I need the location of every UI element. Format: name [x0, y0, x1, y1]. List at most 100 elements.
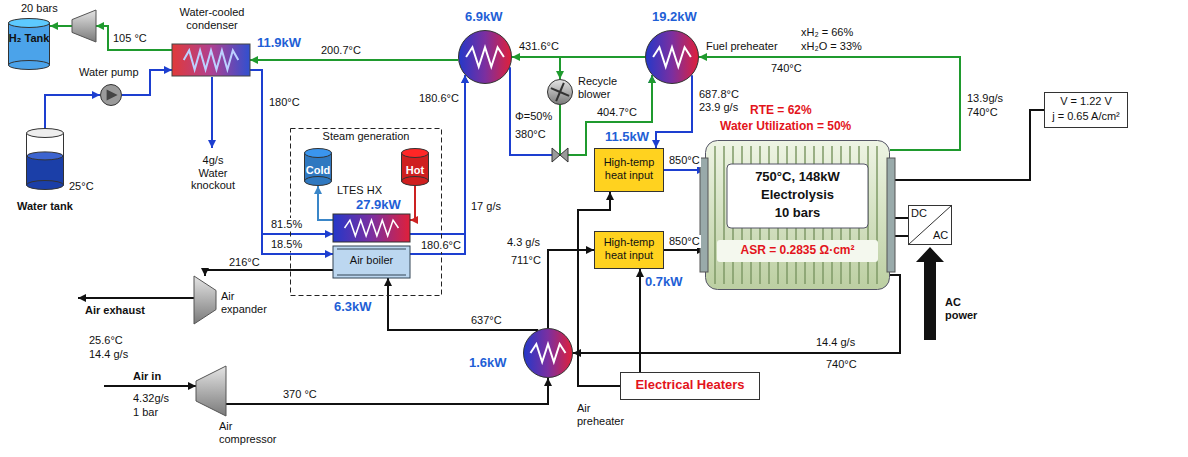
shape-outline — [72, 10, 96, 42]
node-text: Water tank — [16, 200, 74, 213]
h2-compressor: 20 bars — [72, 10, 96, 42]
flow-line — [250, 59, 458, 61]
shape-outline — [194, 276, 216, 324]
shape-outline — [100, 84, 122, 106]
flow-label: 4.32g/s — [132, 392, 170, 405]
flow-line — [510, 67, 652, 155]
node-text: Fuel preheater — [705, 40, 779, 53]
flow-label: 404.7°C — [596, 106, 638, 119]
node-text: Water Utilization = 50% — [719, 120, 852, 134]
shape-outline — [172, 44, 250, 76]
shape-outline — [196, 366, 226, 416]
shape-outline — [26, 128, 64, 190]
flow-line — [388, 278, 538, 330]
h2-tank: H₂ Tank — [8, 18, 50, 70]
flow-line — [578, 192, 620, 386]
node-text: 6.9kW — [464, 10, 504, 25]
flow-line — [664, 249, 705, 251]
flow-line — [560, 75, 652, 155]
shape-outline — [523, 328, 573, 378]
node-text: 11.5kW — [604, 130, 650, 145]
flow-label: 380°C — [514, 128, 547, 141]
flow-line — [205, 270, 333, 276]
node-text: 750°C, 148kW — [730, 170, 865, 185]
ltes-heat-exchanger: LTES HX27.9kW — [333, 214, 410, 242]
flow-line — [318, 186, 333, 220]
ac-power-arrow — [916, 247, 944, 340]
flow-label: 370 °C — [282, 388, 318, 401]
shape-outline — [645, 30, 699, 84]
recycle-blower: Recycle blowerΦ=50% — [547, 79, 573, 105]
air-boiler: Air boiler6.3kW — [333, 246, 410, 278]
flow-label: xH₂ = 66% — [800, 26, 854, 39]
steam-generation-group: Steam generationCold HotLTES HX27.9kW Air … — [290, 128, 442, 296]
flow-line — [50, 25, 72, 27]
node-text: 6.3kW — [333, 300, 373, 315]
node-text: Steam generation — [290, 130, 442, 143]
flow-label: 14.4 g/s — [88, 348, 129, 361]
node-text: 20 bars — [20, 2, 59, 15]
flow-line — [548, 250, 594, 328]
flow-line — [410, 186, 415, 220]
node-text: High-temp heat input — [594, 156, 664, 181]
flow-label: 14.4 g/s — [815, 336, 856, 349]
node-text: Electrical Heaters — [620, 378, 760, 393]
flow-line — [664, 169, 705, 171]
flow-label: xH₂O = 33% — [800, 40, 863, 53]
node-text: Air boiler — [333, 254, 410, 267]
node-text: 19.2kW — [651, 10, 698, 25]
operating-point-box: V = 1.22 V j = 0.65 A/cm² — [1044, 92, 1128, 128]
node-text: Water-cooled condenser — [166, 6, 258, 31]
exhaust-arrow — [78, 297, 194, 299]
flow-label: 25.6°C — [88, 334, 124, 347]
condenser: Water-cooled condenser11.9kW — [172, 44, 250, 76]
node-text: DC — [911, 207, 927, 220]
node-text: 27.9kW — [355, 198, 402, 213]
flow-label: 711°C — [510, 254, 542, 267]
node-text: LTES HX — [336, 184, 383, 197]
node-text: Air preheater — [576, 402, 630, 427]
cold-tank: Cold — [304, 148, 332, 186]
flow-label: 637°C — [470, 314, 503, 327]
flow-label: 13.9g/s — [966, 92, 1004, 105]
node-text: V = 1.22 V — [1044, 95, 1128, 108]
flow-line — [96, 26, 172, 50]
node-text: Electrolysis — [730, 188, 865, 203]
flow-label: 740°C — [966, 106, 999, 119]
flow-label: 180.6°C — [420, 239, 462, 252]
flow-label: 431.6°C — [518, 40, 560, 53]
flow-label: Air in — [132, 370, 162, 383]
node-text: j = 0.65 A/cm² — [1044, 110, 1128, 123]
flow-label: 105 °C — [112, 32, 148, 45]
flow-line — [890, 110, 1044, 180]
flow-line — [226, 378, 548, 404]
flow-line — [45, 95, 100, 128]
flow-label: Air exhaust — [84, 304, 146, 317]
water-tank: Water tank — [26, 128, 64, 190]
node-text: RTE = 62% — [749, 104, 813, 118]
node-text: Recycle blower — [577, 75, 625, 100]
air-expander: Air expander — [194, 276, 216, 324]
recuperator: 6.9kW — [458, 30, 512, 84]
node-text: 11.9kW — [256, 36, 302, 51]
flow-label: AC power — [944, 296, 990, 321]
flow-label: 850°C — [668, 235, 701, 248]
flow-line — [699, 57, 960, 150]
hot-tank: Hot — [401, 148, 429, 186]
flow-label: 1 bar — [132, 406, 159, 419]
flow-label: 687.8°C — [698, 88, 740, 101]
edge-label: 18.5% — [270, 238, 303, 251]
node-text: H₂ Tank — [8, 32, 50, 45]
electrolysis-stack: RTE = 62%Water Utilization = 50%750°C, 1… — [705, 140, 890, 290]
node-text: AC — [933, 229, 948, 242]
air-compressor: Air compressor — [196, 366, 226, 416]
node-text: Φ=50% — [514, 110, 553, 123]
knockout-arrow — [211, 77, 213, 148]
air-in-arrow — [104, 385, 196, 387]
flow-label: 25°C — [68, 180, 95, 193]
node-text: High-temp heat input — [594, 236, 664, 261]
water-pump: Water pump — [100, 84, 122, 106]
node-text: Water pump — [78, 66, 140, 79]
flow-label: 180°C — [268, 96, 301, 109]
